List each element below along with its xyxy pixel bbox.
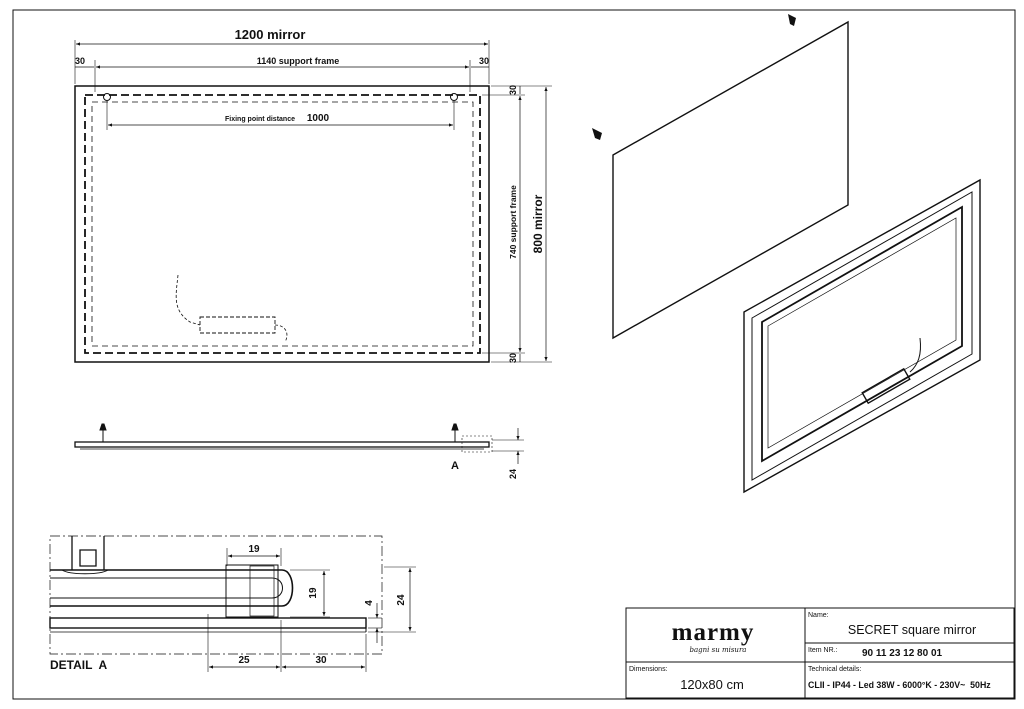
iso-screw-top xyxy=(788,14,796,26)
detail-dim-top: 19 xyxy=(248,544,260,555)
side-view: A 24 xyxy=(74,423,524,479)
side-mirror-body xyxy=(74,441,490,448)
detail-frame-profile xyxy=(50,569,294,607)
margin-bottom-label: 30 xyxy=(508,353,518,363)
iso-cable xyxy=(909,337,921,373)
brand-logo: marmy xyxy=(672,619,755,646)
technical-label: Technical details: xyxy=(808,666,861,673)
iso-frame-lip xyxy=(767,217,957,449)
isometric-view xyxy=(592,14,981,494)
height-frame-label: 740 support frame xyxy=(508,185,518,259)
detail-screw xyxy=(71,536,105,570)
fixing-distance-label: Fixing point distance xyxy=(225,116,295,123)
support-frame-outline xyxy=(84,94,481,354)
led-driver xyxy=(199,316,276,334)
iso-frame-inner xyxy=(751,191,973,481)
iso-frame-channel xyxy=(761,205,963,463)
iso-frame-outer xyxy=(743,178,981,494)
detail-a-view: 19 19 4 24 25 30 DETAIL A xyxy=(49,535,416,672)
iso-led-driver xyxy=(861,367,911,405)
margin-top-label: 30 xyxy=(508,85,518,95)
height-mirror-label: 800 mirror xyxy=(531,194,545,253)
sheet-border xyxy=(12,9,1016,700)
detail-dim-total: 24 xyxy=(396,594,407,606)
driver-cable-right xyxy=(274,324,288,343)
detail-boundary xyxy=(49,535,383,655)
brand-tagline: bagni su misura xyxy=(690,646,747,654)
name-label: Name: xyxy=(808,612,829,619)
dimensions-label: Dimensions: xyxy=(629,666,668,673)
item-value: 90 11 23 12 80 01 xyxy=(862,648,943,659)
detail-dim-glass: 4 xyxy=(364,600,375,606)
fixing-distance-value: 1000 xyxy=(307,113,330,124)
dimensions-value: 120x80 cm xyxy=(680,677,744,692)
top-view: 1200 mirror 1140 support frame 30 30 Fix… xyxy=(74,27,552,363)
technical-value: CLII - IP44 - Led 38W - 6000°K - 230V~ 5… xyxy=(808,680,991,690)
driver-cable xyxy=(175,274,201,326)
width-mirror-label: 1200 mirror xyxy=(235,27,306,42)
detail-dim-bottom-right: 30 xyxy=(315,655,327,666)
detail-dim-bottom-left: 25 xyxy=(238,655,250,666)
side-screw-right xyxy=(451,423,459,442)
detail-a-marker: A xyxy=(451,460,459,472)
iso-mirror-glass xyxy=(612,20,849,340)
side-screw-left xyxy=(99,423,107,442)
thickness-label: 24 xyxy=(508,469,518,479)
iso-screw-left xyxy=(592,128,602,140)
name-value: SECRET square mirror xyxy=(848,623,976,637)
led-strip xyxy=(91,101,474,347)
detail-bracket xyxy=(225,564,279,618)
mirror-outline xyxy=(74,85,490,363)
width-frame-label: 1140 support frame xyxy=(257,56,340,66)
fixing-point-right xyxy=(450,93,458,101)
margin-right-label: 30 xyxy=(479,56,489,66)
detail-dim-mid: 19 xyxy=(308,587,319,599)
fixing-point-left xyxy=(103,93,111,101)
detail-title: DETAIL A xyxy=(50,658,107,672)
detail-a-box xyxy=(461,435,493,453)
title-block: marmy bagni su misura Name: SECRET squar… xyxy=(625,607,1015,699)
margin-left-label: 30 xyxy=(75,56,85,66)
item-label: Item NR.: xyxy=(808,647,838,654)
